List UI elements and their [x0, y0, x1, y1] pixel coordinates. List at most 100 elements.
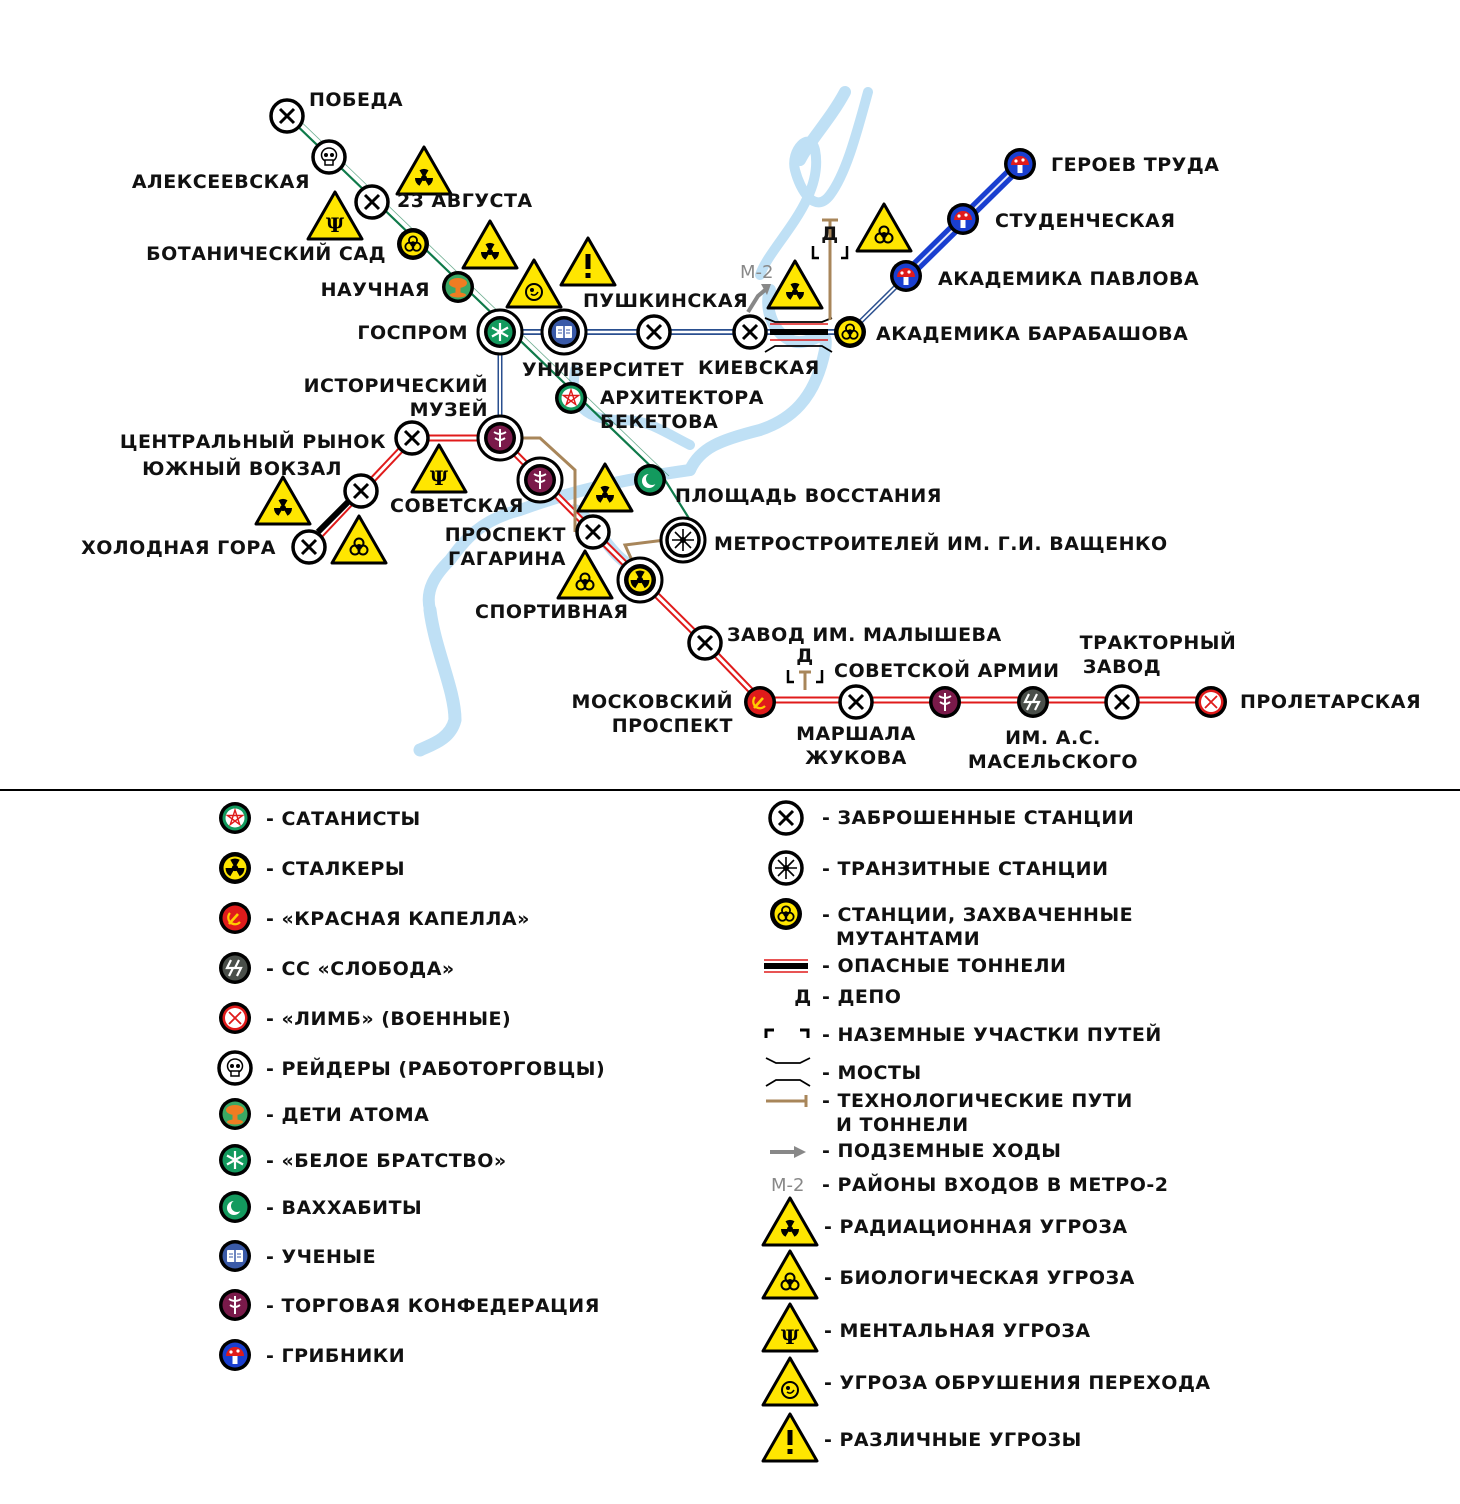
station-label: ЮЖНЫЙ ВОКЗАЛ: [142, 457, 342, 480]
station-proletarskaya[interactable]: [1194, 685, 1228, 719]
station-label: ПРОСПЕКТ: [445, 524, 566, 546]
station-kievskaya[interactable]: [732, 314, 768, 350]
station-metrostroiteley[interactable]: [665, 522, 701, 558]
legend-label: - «ЛИМБ» (ВОЕННЫЕ): [266, 1008, 511, 1030]
bio-hazard-icon: [763, 1251, 817, 1298]
mutant-station-icon: [770, 898, 802, 930]
skull-icon: [217, 1050, 253, 1086]
collapse-hazard-icon: [763, 1358, 817, 1405]
station-alekseevskaya[interactable]: [311, 139, 347, 175]
dangerous-tunnel-icon: [764, 959, 808, 973]
ss-runes-icon: [217, 950, 253, 986]
station-label: МУЗЕЙ: [410, 398, 488, 421]
mental-hazard-icon: [763, 1304, 817, 1351]
station-pobeda[interactable]: [269, 98, 305, 134]
station-label: ЗАВОД ИМ. МАЛЫШЕВА: [727, 624, 1002, 646]
legend-label: - ПОДЗЕМНЫЕ ХОДЫ: [822, 1140, 1061, 1162]
bio-hazard-icon: [558, 551, 612, 598]
station-label: КИЕВСКАЯ: [698, 357, 820, 379]
station-23-avgusta[interactable]: [354, 184, 390, 220]
legend-label: - ГРИБНИКИ: [266, 1345, 405, 1367]
station-label: ПЛОЩАДЬ ВОССТАНИЯ: [675, 485, 942, 507]
legend-label: - НАЗЕМНЫЕ УЧАСТКИ ПУТЕЙ: [822, 1023, 1162, 1046]
legend-label: - САТАНИСТЫ: [266, 808, 421, 830]
station-label: АЛЕКСЕЕВСКАЯ: [132, 171, 310, 193]
radiation-hazard-icon: [463, 221, 517, 268]
legend-factions: - САТАНИСТЫ- СТАЛКЕРЫ- «КРАСНАЯ КАПЕЛЛА»…: [217, 801, 605, 1371]
depot-icon: Д: [794, 986, 811, 1008]
abandoned-station-icon: [768, 800, 804, 836]
atom-cloud-icon: [219, 1098, 251, 1130]
radiation-hazard-icon: [397, 147, 451, 194]
station-sovetskaya[interactable]: [523, 463, 557, 497]
station-arkhitektora-beketova[interactable]: [554, 381, 588, 415]
station-label: БЕКЕТОВА: [600, 411, 718, 433]
legend-label: - «КРАСНАЯ КАПЕЛЛА»: [266, 908, 530, 930]
legend-label: - ДЕПО: [822, 986, 901, 1008]
station-studencheskaya[interactable]: [947, 203, 979, 235]
depot-label: Д: [796, 645, 813, 667]
station-label: БОТАНИЧЕСКИЙ САД: [146, 242, 386, 265]
station-label: МЕТРОСТРОИТЕЛЕЙ ИМ. Г.И. ВАЩЕНКО: [714, 532, 1168, 555]
legend-label: МУТАНТАМИ: [836, 928, 980, 950]
station-label: АРХИТЕКТОРА: [600, 387, 764, 409]
station-ploschad-vosstaniya[interactable]: [634, 464, 666, 496]
station-label: ИМ. А.С.: [1005, 727, 1101, 749]
station-labels: ПОБЕДА АЛЕКСЕЕВСКАЯ 23 АВГУСТА БОТАНИЧЕС…: [81, 89, 1421, 773]
metro2-label: М-2: [740, 262, 773, 283]
station-universitet[interactable]: [547, 315, 581, 349]
station-label: АКАДЕМИКА БАРАБАШОВА: [876, 323, 1188, 345]
station-label: ГЕРОЕВ ТРУДА: [1051, 154, 1219, 176]
station-gosprom[interactable]: [482, 314, 518, 350]
station-label: ПОБЕДА: [309, 89, 403, 111]
station-sportivnaya[interactable]: [624, 564, 656, 596]
station-prospekt-gagarina[interactable]: [575, 514, 611, 550]
various-hazard-icon: [561, 238, 615, 285]
legend-label: - ЗАБРОШЕННЫЕ СТАНЦИИ: [822, 807, 1134, 829]
station-sovetskoy-armii[interactable]: [928, 685, 962, 719]
legend-label: - «БЕЛОЕ БРАТСТВО»: [266, 1150, 507, 1172]
station-label: СОВЕТСКОЙ АРМИИ: [834, 659, 1060, 682]
station-botanichesky-sad[interactable]: [397, 228, 429, 260]
station-marshala-zhukova[interactable]: [838, 684, 874, 720]
station-yuzhny-vokzal[interactable]: [343, 473, 379, 509]
station-label: НАУЧНАЯ: [321, 279, 430, 301]
station-geroev-truda[interactable]: [1004, 148, 1036, 180]
radiation-icon: [219, 852, 251, 884]
station-label: ТРАКТОРНЫЙ: [1080, 631, 1237, 654]
legend-label: - ВАХХАБИТЫ: [266, 1197, 422, 1219]
station-tsentralny-rynok[interactable]: [394, 420, 430, 456]
station-label: 23 АВГУСТА: [397, 190, 533, 212]
mushroom-icon: [219, 1339, 251, 1371]
legend-label: - БИОЛОГИЧЕСКАЯ УГРОЗА: [824, 1267, 1135, 1289]
station-akademika-pavlova[interactable]: [890, 260, 922, 292]
radiation-hazard-icon: [256, 477, 310, 524]
legend-label: - РАЙОНЫ ВХОДОВ В МЕТРО-2: [822, 1173, 1168, 1196]
legend-label: - РАЗЛИЧНЫЕ УГРОЗЫ: [824, 1429, 1082, 1451]
hammer-sickle-icon: [217, 900, 253, 936]
book-icon: [218, 1239, 252, 1273]
legend-label: - ТОРГОВАЯ КОНФЕДЕРАЦИЯ: [266, 1295, 600, 1317]
radiation-hazard-icon: [768, 261, 822, 308]
station-nauchnaya[interactable]: [442, 271, 474, 303]
station-zavod-malysheva[interactable]: [687, 625, 723, 661]
station-moskovsky-prospekt[interactable]: [742, 684, 778, 720]
bridge-mark: [764, 317, 833, 353]
station-kholodnaya-gora[interactable]: [291, 529, 327, 565]
station-maselskogo[interactable]: [1015, 684, 1051, 720]
legend-label: - ОПАСНЫЕ ТОННЕЛИ: [822, 955, 1066, 977]
legend-label: - ДЕТИ АТОМА: [266, 1104, 429, 1126]
station-akademika-barabashova[interactable]: [834, 316, 866, 348]
legend-label: - ТЕХНОЛОГИЧЕСКИЕ ПУТИ: [822, 1090, 1133, 1112]
station-istorichesky-muzey[interactable]: [483, 421, 517, 455]
legend-label: - МЕНТАЛЬНАЯ УГРОЗА: [824, 1320, 1091, 1342]
legend-label: - РЕЙДЕРЫ (РАБОТОРГОВЦЫ): [266, 1057, 605, 1080]
station-traktorny-zavod[interactable]: [1104, 684, 1140, 720]
bridge-icon: [765, 1057, 811, 1087]
station-pushkinskaya[interactable]: [636, 314, 672, 350]
various-hazard-icon: [763, 1414, 817, 1461]
legend-label: - СТАНЦИИ, ЗАХВАЧЕННЫЕ: [822, 904, 1133, 926]
dangerous-tunnel: [770, 323, 828, 341]
service-track-icon: [766, 1095, 808, 1107]
